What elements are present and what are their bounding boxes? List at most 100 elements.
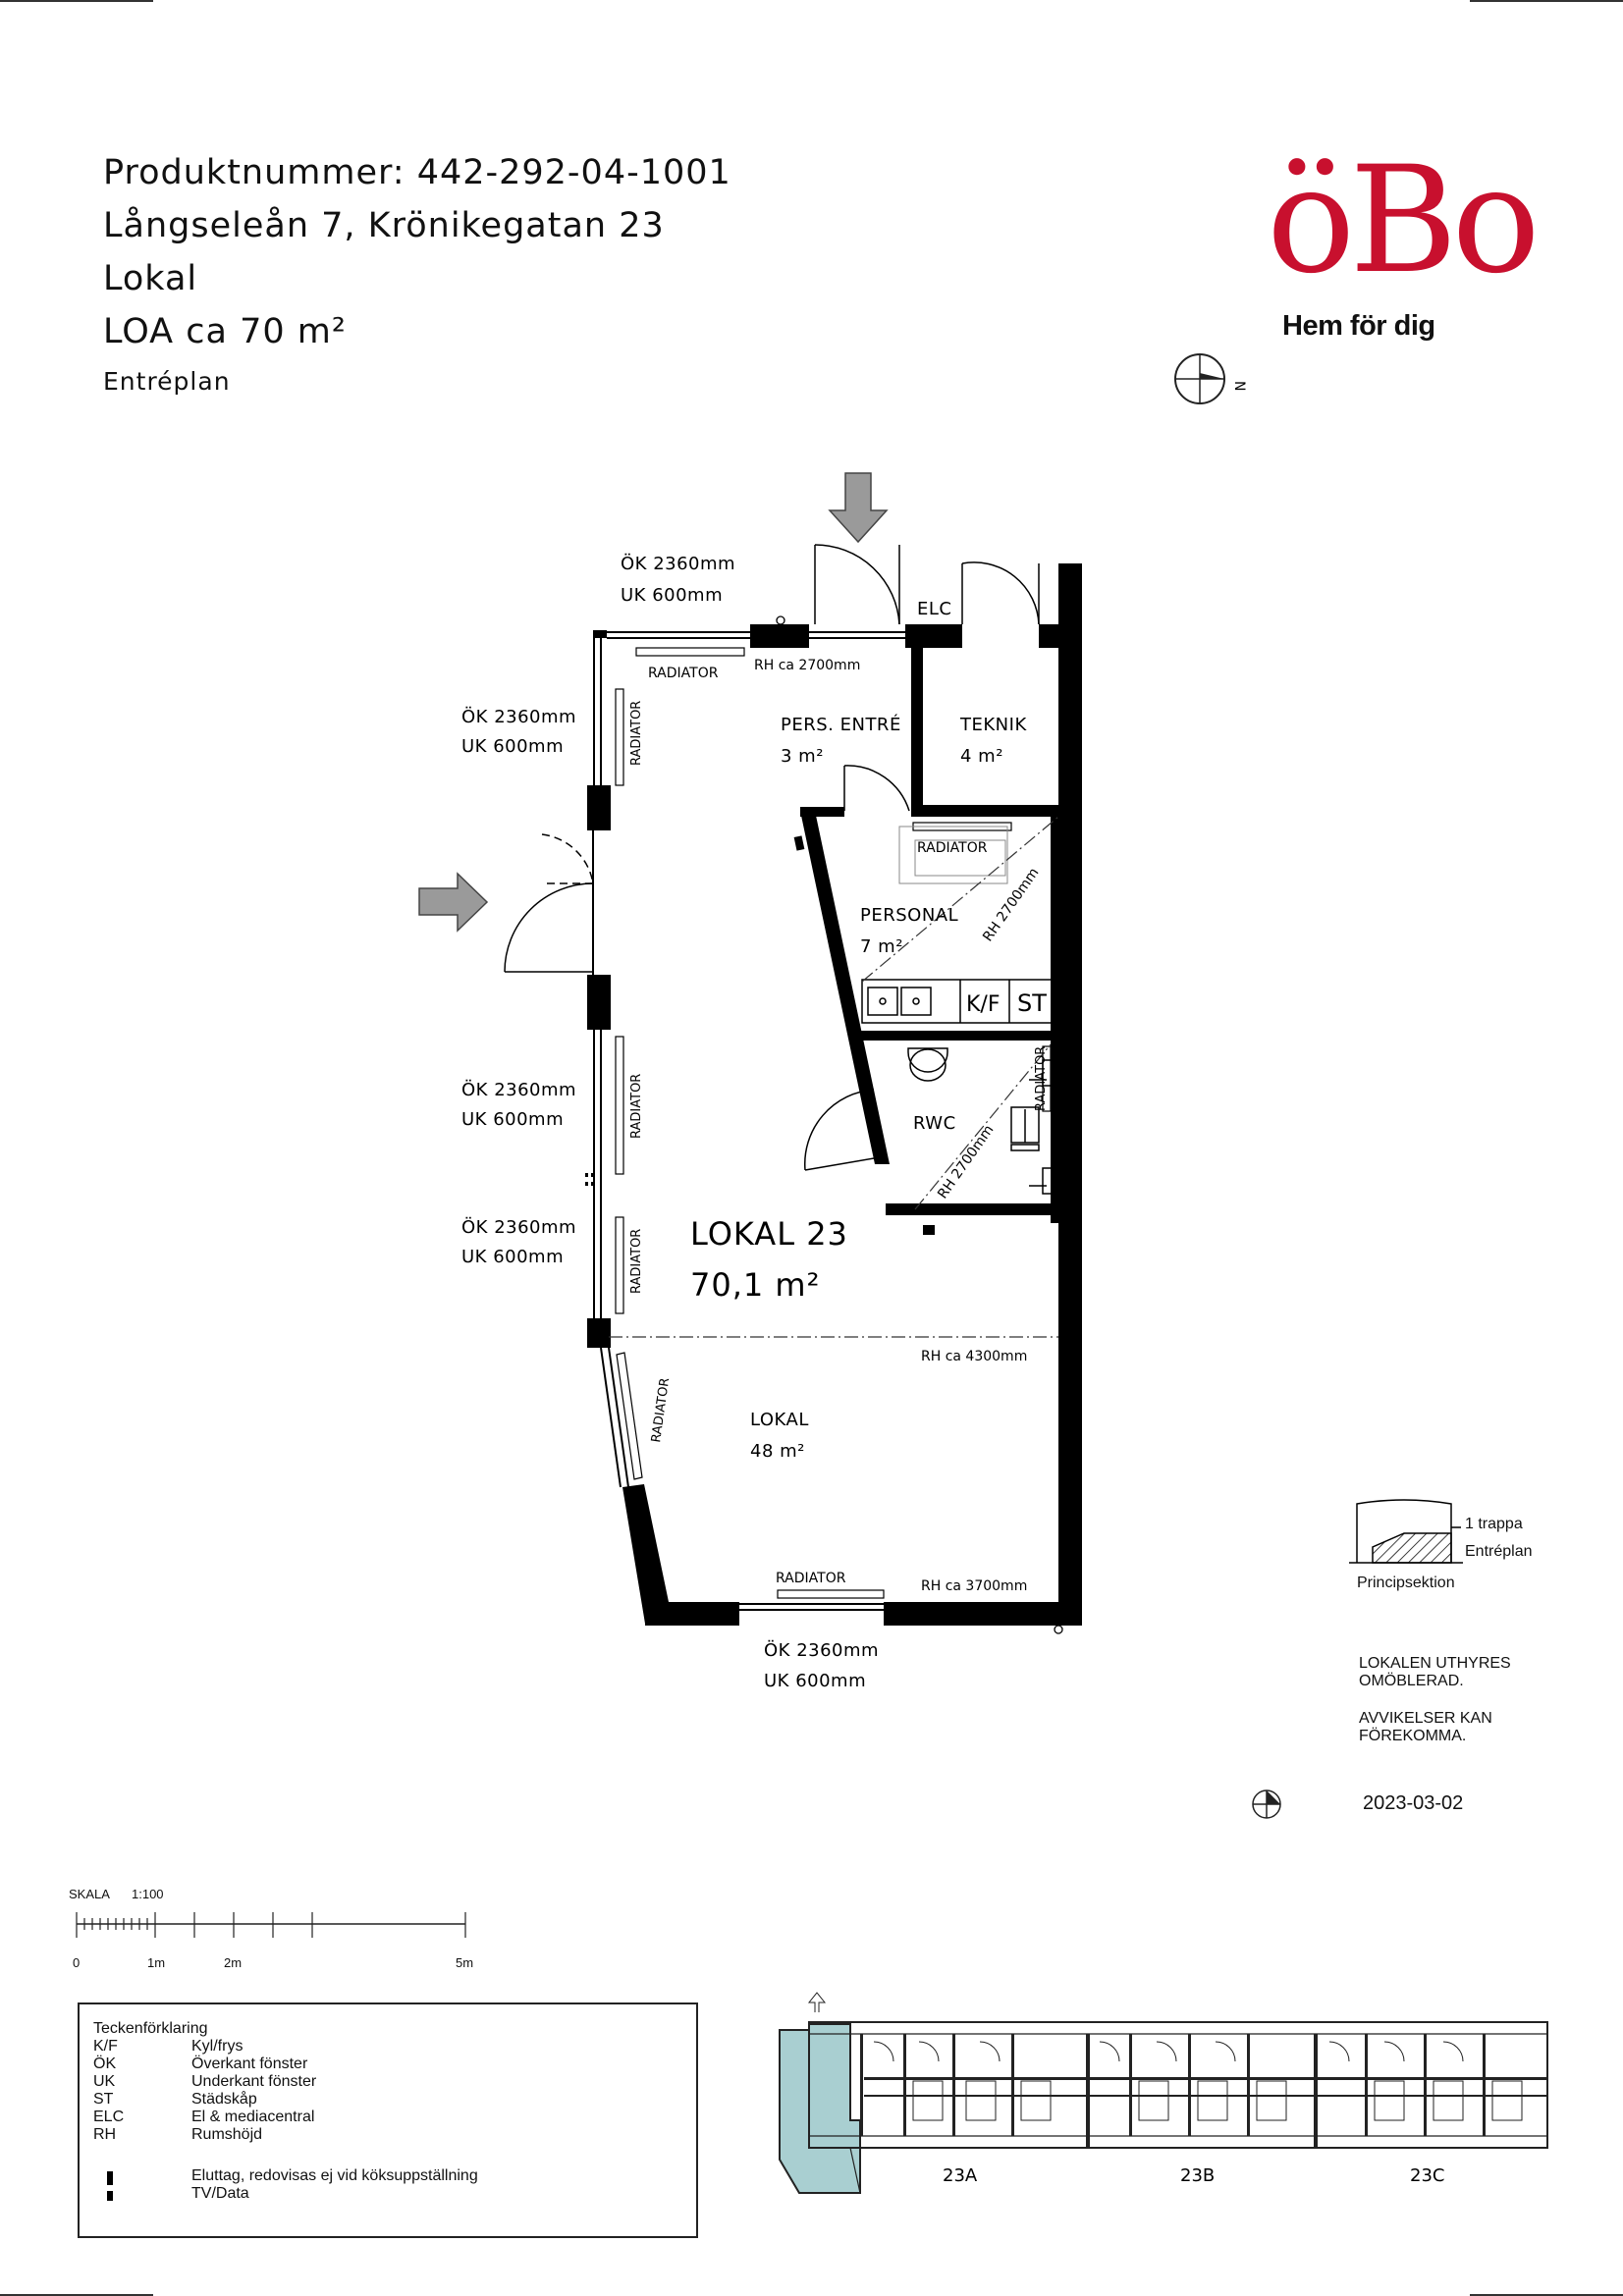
teknik-name: TEKNIK xyxy=(959,715,1027,735)
lokal-name: LOKAL xyxy=(750,1410,809,1430)
keyplan-label-23c: 23C xyxy=(1410,2165,1444,2186)
floor-label: Entréplan xyxy=(103,367,231,396)
window-label-left3-uk: UK 600mm xyxy=(461,1247,564,1267)
plan-date: 2023-03-02 xyxy=(1363,1792,1464,1814)
product-number: Produktnummer: 442-292-04-1001 xyxy=(103,153,731,192)
radiator-label-rwc: RADIATOR xyxy=(1034,1046,1049,1111)
window-label-top-uk: UK 600mm xyxy=(621,585,723,606)
kf-label: K/F xyxy=(966,992,1001,1017)
lokal23-name: LOKAL 23 xyxy=(690,1215,848,1253)
legend-outlet-text: Eluttag, redovisas ej vid köksuppställni… xyxy=(191,2167,478,2184)
height-bottom: RH ca 3700mm xyxy=(921,1578,1027,1594)
window-label-left3-ok: ÖK 2360mm xyxy=(461,1216,576,1238)
window-label-left2-ok: ÖK 2360mm xyxy=(461,1079,576,1100)
key-plan: 23A 23B 23C xyxy=(779,1992,1548,2194)
radiator-label-left3: RADIATOR xyxy=(629,1229,644,1294)
keyplan-label-23b: 23B xyxy=(1180,2165,1215,2186)
scale-tick-1: 1m xyxy=(147,1955,166,1970)
rwc-name: RWC xyxy=(913,1113,956,1134)
legend-key: ST xyxy=(93,2091,114,2108)
legend-key: ÖK xyxy=(93,2056,117,2072)
crosshair-icon xyxy=(1252,1789,1281,1819)
brand-tagline: Hem för dig xyxy=(1282,310,1435,342)
compass-north-label: N xyxy=(1231,381,1247,391)
section-title: Principsektion xyxy=(1357,1575,1455,1591)
height-personal: RH 2700mm xyxy=(980,865,1042,944)
radiator-label-top: RADIATOR xyxy=(648,666,719,681)
legend-value: Kyl/frys xyxy=(191,2038,243,2055)
rwc-fixtures xyxy=(907,1047,1054,1195)
radiators xyxy=(615,647,1052,1599)
radiator-label-bottom: RADIATOR xyxy=(776,1571,846,1586)
height-rwc: RH 2700mm xyxy=(935,1122,997,1201)
radiator-label-left4: RADIATOR xyxy=(649,1377,673,1444)
personal-area: 7 m² xyxy=(860,936,903,957)
height-main: RH ca 4300mm xyxy=(921,1349,1027,1364)
legend-title: Teckenförklaring xyxy=(93,2020,208,2037)
corner-mark-left xyxy=(0,0,153,2)
window-label-top-ok: ÖK 2360mm xyxy=(621,553,735,574)
legend-row: RH Rumshöjd xyxy=(93,2126,262,2144)
teknik-area: 4 m² xyxy=(960,746,1003,767)
lokal23-area: 70,1 m² xyxy=(690,1266,820,1304)
key-plan-walls xyxy=(860,2034,1547,2148)
pers-entre-name: PERS. ENTRÉ xyxy=(781,714,901,735)
kitchen-unit xyxy=(861,979,1054,1024)
walls xyxy=(587,563,1082,1626)
corner-mark-bottom-right xyxy=(1470,2294,1623,2296)
window-label-bottom-uk: UK 600mm xyxy=(764,1671,866,1691)
window-label-left2-uk: UK 600mm xyxy=(461,1109,564,1130)
legend-tvdata-text: TV/Data xyxy=(191,2185,249,2202)
height-lines xyxy=(609,816,1059,1338)
note-line-3: AVVIKELSER KAN xyxy=(1359,1710,1492,1727)
tv-data-legend-icon xyxy=(107,2191,113,2201)
radiator-label-left2: RADIATOR xyxy=(629,1074,644,1139)
legend-row: ELC El & mediacentral xyxy=(93,2109,314,2126)
legend-key: K/F xyxy=(93,2038,118,2055)
legend-value: Överkant fönster xyxy=(191,2056,308,2072)
keyplan-label-23a: 23A xyxy=(943,2165,978,2186)
window-label-left1-uk: UK 600mm xyxy=(461,736,564,757)
unit-type: Lokal xyxy=(103,259,198,298)
corner-mark-right xyxy=(1470,0,1623,2)
outlet-circles xyxy=(776,615,1063,1634)
scale-tick-2: 2m xyxy=(224,1955,243,1970)
entrance-arrow-left xyxy=(418,872,489,933)
scale-tick-5: 5m xyxy=(456,1955,474,1970)
legend-value: El & mediacentral xyxy=(191,2109,315,2125)
note-line-2: OMÖBLERAD. xyxy=(1359,1673,1464,1689)
section-stair-label: 1 trappa xyxy=(1465,1516,1523,1532)
legend-row: ÖK Överkant fönster xyxy=(93,2056,307,2073)
windows-left xyxy=(592,631,905,1611)
legend-value: Städskåp xyxy=(191,2091,257,2108)
pers-entre-area: 3 m² xyxy=(781,746,824,767)
legend-row: K/F Kyl/frys xyxy=(93,2038,243,2056)
door-swings xyxy=(504,544,1040,1171)
address: Långseleån 7, Krönikegatan 23 xyxy=(103,206,665,245)
scale-ratio: 1:100 xyxy=(132,1887,164,1901)
key-plan-details xyxy=(807,1992,1523,2121)
personal-name: PERSONAL xyxy=(860,905,958,926)
unit-area: LOA ca 70 m² xyxy=(103,312,347,351)
legend-value: Rumshöjd xyxy=(191,2126,263,2143)
st-label: ST xyxy=(1017,989,1047,1017)
entrance-arrow-top xyxy=(828,472,889,544)
height-entry: RH ca 2700mm xyxy=(754,658,860,673)
note-line-1: LOKALEN UTHYRES xyxy=(1359,1655,1511,1672)
note-line-4: FÖREKOMMA. xyxy=(1359,1728,1467,1744)
radiator-label-left1: RADIATOR xyxy=(629,701,644,766)
lokal-area: 48 m² xyxy=(750,1441,805,1462)
brand-logo: öBo xyxy=(1267,135,1541,306)
legend-key: ELC xyxy=(93,2109,125,2125)
elc-label: ELC xyxy=(917,599,951,619)
scale-label: SKALA xyxy=(69,1887,110,1901)
radiator-label-personal: RADIATOR xyxy=(917,840,988,856)
window-ticks xyxy=(585,1173,594,1186)
outlets xyxy=(793,835,935,1233)
legend-key: RH xyxy=(93,2126,117,2143)
legend-box: Teckenförklaring K/F Kyl/frys ÖK Överkant … xyxy=(78,2002,698,2238)
scale-bar xyxy=(76,1912,466,1938)
legend-value: Underkant fönster xyxy=(191,2073,317,2090)
corner-mark-bottom-left xyxy=(0,2294,153,2296)
